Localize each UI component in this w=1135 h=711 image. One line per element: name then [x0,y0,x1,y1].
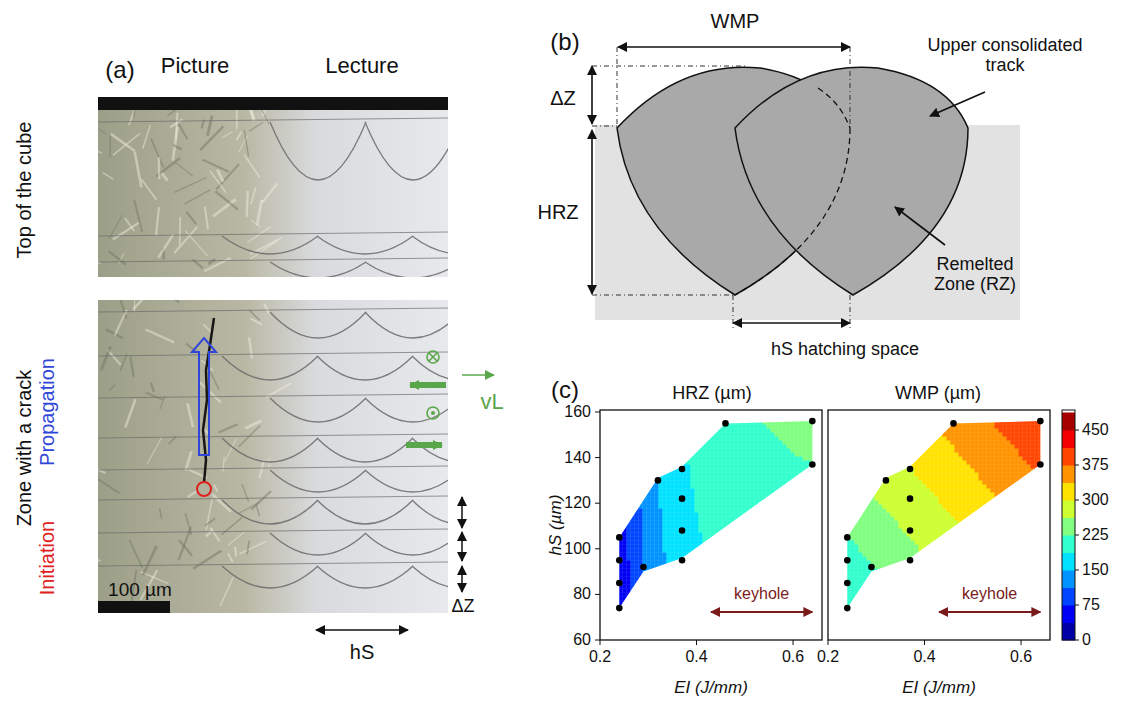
velocity-arrow [462,374,494,376]
tick-label: 0.4 [685,648,707,666]
callout-label: Upper consolidated track [923,36,1088,76]
panel-letter: (a) [105,57,134,83]
dimension: ΔZ [451,597,474,617]
colorbar-label: 0 [1082,631,1091,649]
region-label: keyhole [962,585,1017,603]
dimension: hS [350,641,374,663]
velocity-label: vL [480,390,503,414]
row-title: Zone with a crack [13,370,35,527]
dimension: WMP [711,10,760,32]
plot-title: WMP (µm) [895,384,981,404]
column-title: Picture [161,54,229,78]
tick-label: 120 [564,494,591,512]
contour-plot [828,410,1050,645]
axis-label: hS (µm) [547,495,566,556]
tick-label: 60 [573,631,591,649]
colorbar-label: 75 [1082,596,1100,614]
contour-plot [600,410,822,645]
dimension: ΔZ [550,87,576,109]
tick-label: 0.6 [782,648,804,666]
tick-label: 80 [573,586,591,604]
panel-letter: (c) [551,377,579,403]
tick-label: 0.4 [913,648,935,666]
row-title: Propagation [36,358,58,466]
tick-label: 160 [564,403,591,421]
tick-label: 100 [564,540,591,558]
axis-label: EI (J/mm) [674,679,748,698]
column-title: Lecture [325,54,398,78]
plot-title: HRZ (µm) [672,384,751,404]
scale-label: 100 µm [108,580,172,601]
dimension: hS hatching space [771,340,919,360]
tick-label: 0.2 [589,648,611,666]
row-title: Initiation [36,521,58,596]
axis-label: EI (J/mm) [902,679,976,698]
colorbar-label: 300 [1082,491,1109,509]
panel-letter: (b) [550,29,579,55]
tick-label: 0.2 [817,648,839,666]
dimension: HRZ [537,201,578,223]
colorbar-label: 450 [1082,421,1109,439]
region-label: keyhole [734,585,789,603]
colorbar-label: 150 [1082,561,1109,579]
tick-label: 0.6 [1010,648,1032,666]
row-title: Top of the cube [13,122,35,259]
colorbar-label: 225 [1082,526,1109,544]
micrograph [72,88,556,630]
callout-label: Remelted Zone (RZ) [925,255,1025,295]
tick-label: 140 [564,449,591,467]
colorbar-label: 375 [1082,456,1109,474]
colorbar [1062,410,1079,641]
